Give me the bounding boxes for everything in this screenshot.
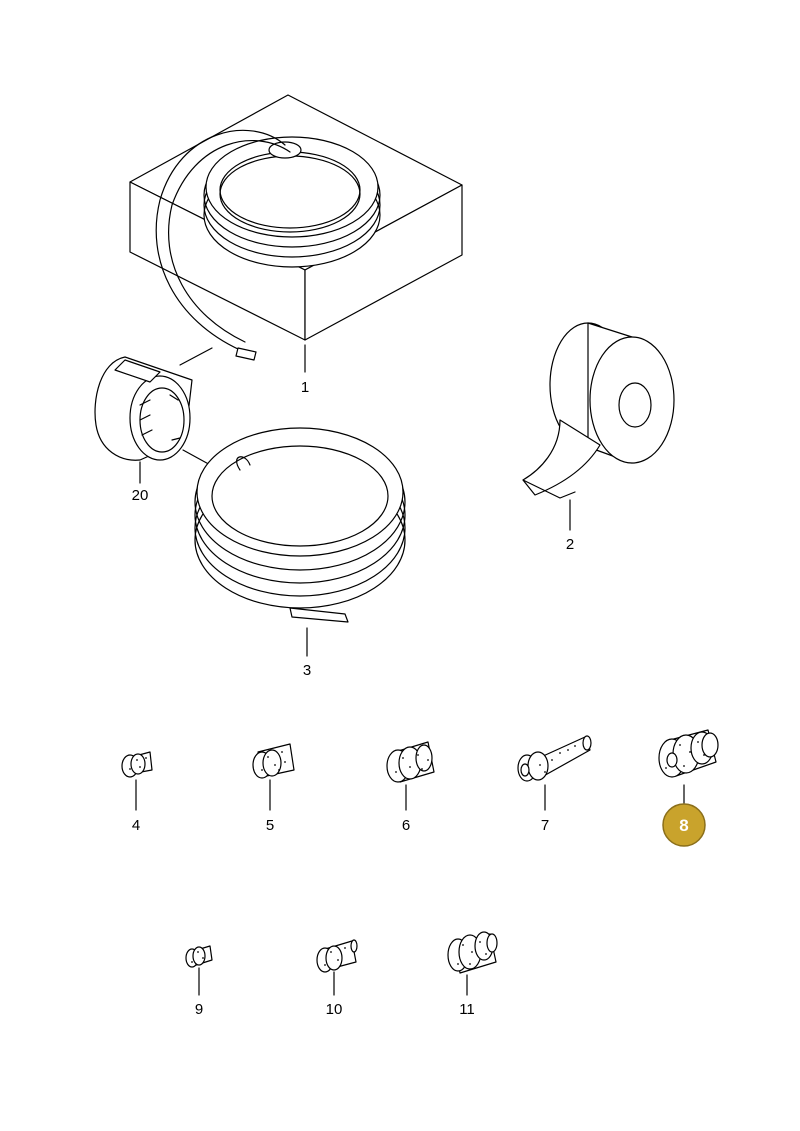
part-7-seal-illustration[interactable] [517, 735, 592, 811]
part-7-label[interactable]: 7 [541, 817, 549, 834]
part-9-label[interactable]: 9 [195, 1001, 203, 1018]
part-6-seal-illustration[interactable] [386, 741, 435, 811]
part-3-coiled-hose-illustration[interactable] [194, 427, 406, 657]
part-2-label[interactable]: 2 [566, 536, 574, 553]
part-5-seal-illustration[interactable] [252, 743, 295, 811]
part-20-label[interactable]: 20 [132, 487, 149, 504]
part-6-label[interactable]: 6 [402, 817, 410, 834]
part-10-seal-illustration[interactable] [316, 939, 358, 996]
part-1-cable-box-illustration[interactable] [129, 94, 463, 373]
part-11-seal-illustration[interactable] [447, 931, 498, 996]
part-10-label[interactable]: 10 [326, 1001, 343, 1018]
part-5-label[interactable]: 5 [266, 817, 274, 834]
part-8-seal-illustration[interactable] [658, 729, 719, 804]
part-4-label[interactable]: 4 [132, 817, 140, 834]
part-2-tape-roll-illustration[interactable] [522, 322, 675, 531]
part-8-label[interactable]: 8 [679, 816, 688, 835]
part-11-label[interactable]: 11 [459, 1001, 475, 1018]
part-4-seal-illustration[interactable] [121, 751, 153, 811]
part-9-seal-illustration[interactable] [185, 945, 213, 996]
part-1-label[interactable]: 1 [301, 379, 309, 396]
part-8-highlight-badge[interactable]: 8 [662, 803, 706, 847]
part-20-clip-illustration[interactable] [94, 347, 215, 484]
part-3-label[interactable]: 3 [303, 662, 311, 679]
